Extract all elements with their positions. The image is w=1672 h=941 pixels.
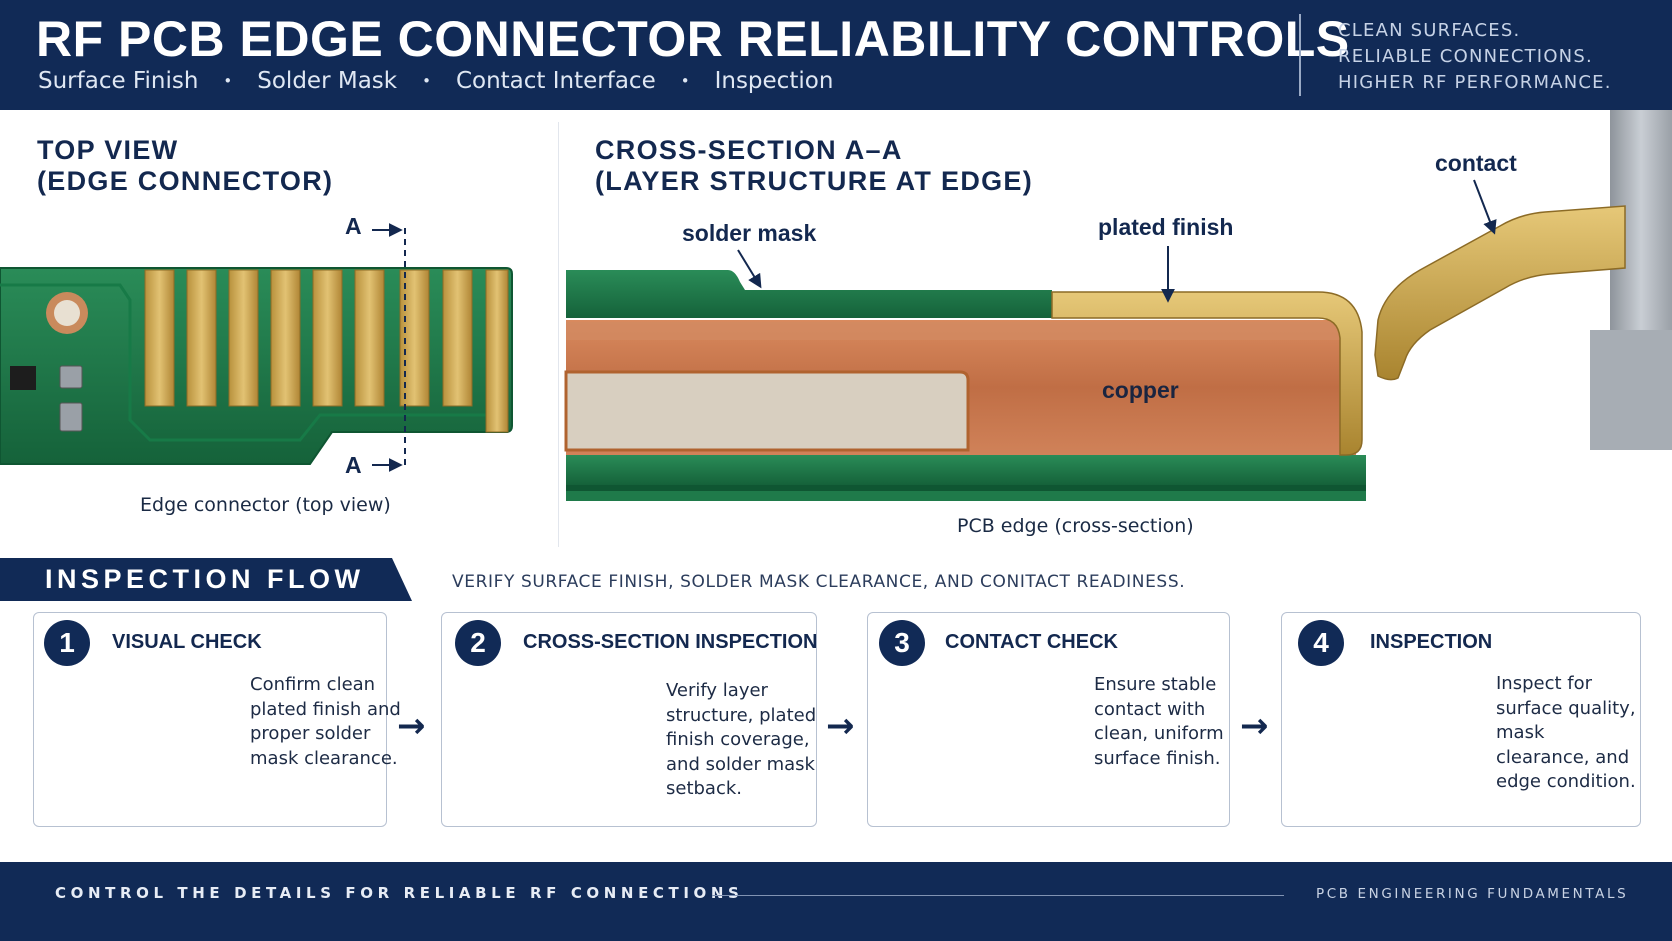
step-title-4: INSPECTION (1370, 631, 1493, 653)
top-view-title-line-1: TOP VIEW (37, 135, 179, 165)
step-number-3: 3 (879, 620, 925, 666)
topic-solder-mask: Solder Mask (257, 68, 398, 94)
header-tagline: CLEAN SURFACES. RELIABLE CONNECTIONS. HI… (1338, 18, 1612, 96)
inspection-flow-subtitle: VERIFY SURFACE FINISH, SOLDER MASK CLEAR… (452, 572, 1186, 592)
plated-finish-layer (1051, 291, 1363, 456)
solder-mask-layer (566, 270, 1052, 318)
flow-arrow-icon: → (397, 706, 426, 746)
smd-chip (10, 366, 36, 390)
step-number-1: 1 (44, 620, 90, 666)
header-divider (1299, 14, 1301, 96)
bullet-separator: • (680, 72, 690, 90)
footer-series: PCB ENGINEERING FUNDAMENTALS (1316, 886, 1629, 902)
panel-divider (558, 122, 559, 547)
step-title-1: VISUAL CHECK (112, 631, 262, 653)
tagline-line-2: RELIABLE CONNECTIONS. (1338, 46, 1593, 67)
step-title-3: CONTACT CHECK (945, 631, 1118, 653)
section-marker-top: A (345, 213, 362, 239)
footer-divider (712, 895, 1284, 896)
tagline-line-3: HIGHER RF PERFORMANCE. (1338, 72, 1612, 93)
topic-inspection: Inspection (714, 68, 834, 94)
label-plated-finish: plated finish (1098, 214, 1234, 240)
gold-finger (312, 269, 343, 407)
contact-spring (1374, 205, 1626, 381)
step-number-2: 2 (455, 620, 501, 666)
section-marker-bottom: A (345, 452, 362, 478)
footer-banner (0, 862, 1672, 941)
cross-section-title: CROSS-SECTION A–A (LAYER STRUCTURE AT ED… (595, 135, 1033, 197)
step-text-3: Ensure stable contact with clean, unifor… (1094, 674, 1224, 769)
edge-connector-top-view (0, 223, 513, 472)
gold-finger (354, 269, 385, 407)
header-banner (0, 0, 1672, 110)
step-card-2 (441, 612, 817, 827)
gold-finger (144, 269, 175, 407)
gold-finger (270, 269, 301, 407)
top-view-caption: Edge connector (top view) (140, 494, 391, 516)
step-card-3 (867, 612, 1230, 827)
label-contact: contact (1435, 150, 1517, 176)
inspection-flow-title: INSPECTION FLOW (45, 564, 365, 594)
gold-finger (485, 269, 509, 433)
flow-arrow-icon: → (826, 706, 855, 746)
subtitle-topics: Surface Finish • Solder Mask • Contact I… (38, 68, 833, 94)
gold-finger (186, 269, 217, 407)
substrate-layer (564, 370, 970, 452)
label-copper: copper (1102, 377, 1179, 403)
bullet-separator: • (223, 72, 233, 90)
cross-section-caption: PCB edge (cross-section) (957, 515, 1194, 537)
step-number-4: 4 (1298, 620, 1344, 666)
gold-fingers (144, 269, 509, 433)
tagline-line-1: CLEAN SURFACES. (1338, 20, 1521, 41)
bullet-separator: • (422, 72, 431, 90)
step-title-2: CROSS-SECTION INSPECTION (523, 631, 818, 653)
step-text-2: Verify layer structure, plated finish co… (666, 680, 817, 799)
flow-arrow-icon: → (1240, 706, 1269, 746)
footer-slogan: CONTROL THE DETAILS FOR RELIABLE RF CONN… (55, 884, 744, 902)
page-title: RF PCB EDGE CONNECTOR RELIABILITY CONTRO… (36, 11, 1350, 67)
pcb-cross-section (564, 110, 1672, 501)
topic-contact-interface: Contact Interface (455, 68, 656, 94)
gold-finger (228, 269, 259, 407)
gold-finger (442, 269, 473, 407)
cross-section-title-line-1: CROSS-SECTION A–A (595, 135, 903, 165)
inspection-flow-banner (0, 558, 412, 601)
topic-surface-finish: Surface Finish (38, 68, 199, 94)
top-view-title: TOP VIEW (EDGE CONNECTOR) (37, 135, 333, 197)
step-card-1 (33, 612, 387, 827)
label-solder-mask: solder mask (682, 220, 817, 246)
step-text-1: Confirm clean plated finish and proper s… (250, 674, 401, 769)
step-text-4: Inspect for surface quality, mask cleara… (1496, 673, 1636, 792)
cross-section-title-line-2: (LAYER STRUCTURE AT EDGE) (595, 166, 1034, 196)
top-view-title-line-2: (EDGE CONNECTOR) (37, 166, 334, 196)
